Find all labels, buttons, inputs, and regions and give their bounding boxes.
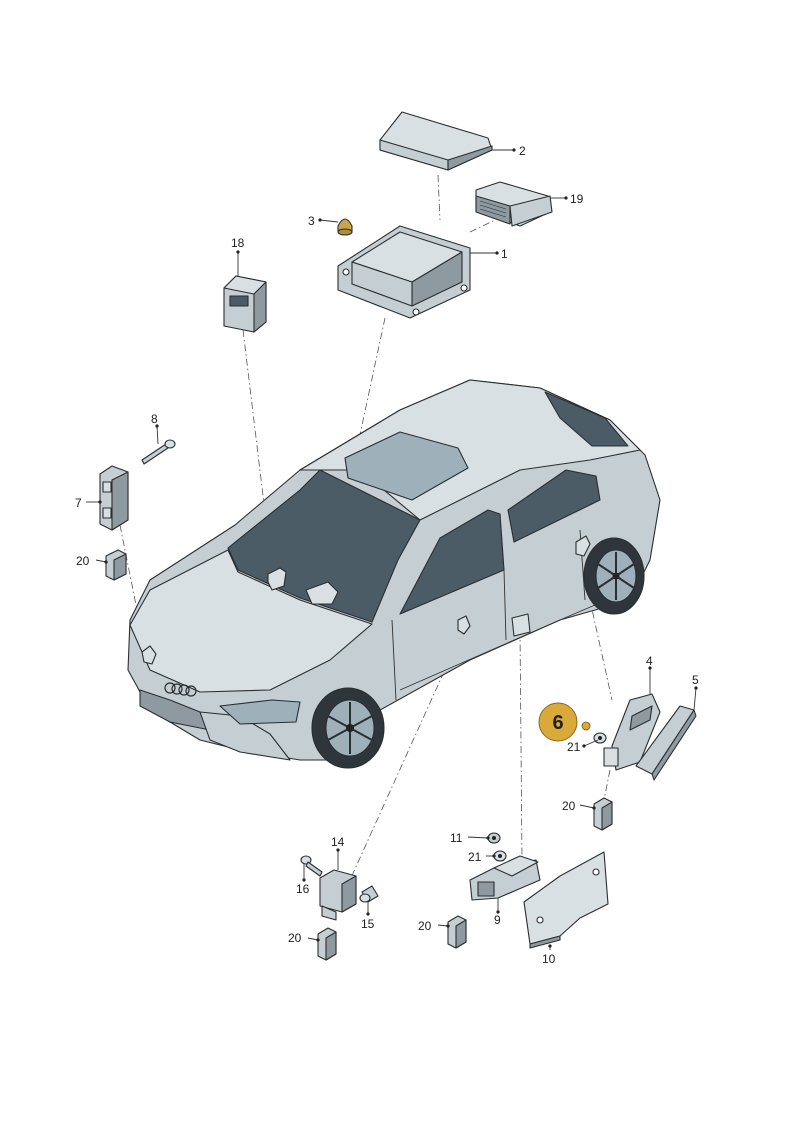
callout-21-a: 21 xyxy=(567,740,581,754)
highlight-6-label: 6 xyxy=(552,712,563,734)
part-19-connector xyxy=(475,181,553,227)
part-7-sensor xyxy=(99,465,129,531)
callout-4: 4 xyxy=(646,654,653,668)
callout-9: 9 xyxy=(494,913,501,927)
callout-19: 19 xyxy=(570,192,584,206)
callout-5: 5 xyxy=(692,673,699,687)
callout-16: 16 xyxy=(296,882,310,896)
callout-10: 10 xyxy=(542,952,556,966)
part-21-washer-a xyxy=(593,732,607,744)
callout-3: 3 xyxy=(308,214,315,228)
callout-14: 14 xyxy=(331,835,345,849)
part-5-strip xyxy=(635,705,697,781)
car-illustration xyxy=(127,379,661,769)
part-9-sensor xyxy=(469,855,541,901)
callout-7: 7 xyxy=(75,496,82,510)
callout-20-c: 20 xyxy=(288,931,302,945)
part-10-bracket xyxy=(523,851,609,949)
callout-15: 15 xyxy=(361,917,375,931)
part-20-connector-a xyxy=(105,549,127,581)
audi-logo-icon xyxy=(164,682,197,697)
callout-18: 18 xyxy=(231,236,245,250)
callout-labels: 2 19 3 1 18 8 7 20 4 5 xyxy=(75,144,699,966)
callout-8: 8 xyxy=(151,412,158,426)
rear-wheel xyxy=(583,537,645,615)
part-3-cap xyxy=(337,218,353,236)
part-4-sensor xyxy=(603,693,661,771)
part-16-screw xyxy=(300,855,323,877)
part-1-control-unit xyxy=(337,225,471,319)
callout-20-b: 20 xyxy=(562,799,576,813)
part-21-washer-b xyxy=(493,850,507,862)
front-wheel xyxy=(311,687,385,769)
callout-1: 1 xyxy=(501,247,508,261)
part-2-cover-plate xyxy=(379,111,493,171)
callout-20-d: 20 xyxy=(418,919,432,933)
highlight-6: 6 xyxy=(538,702,591,742)
part-18-sensor xyxy=(223,275,267,333)
part-11-nut xyxy=(487,832,501,844)
part-20-connector-d xyxy=(447,915,467,949)
part-8-bolt xyxy=(141,439,176,465)
part-14-sensor xyxy=(319,869,357,921)
callout-21-b: 21 xyxy=(468,850,482,864)
part-20-connector-b xyxy=(593,797,613,831)
part-15-bushing xyxy=(359,885,379,903)
callout-2: 2 xyxy=(519,144,526,158)
callout-20-a: 20 xyxy=(76,554,90,568)
part-20-connector-c xyxy=(317,927,337,961)
callout-11: 11 xyxy=(450,831,463,845)
